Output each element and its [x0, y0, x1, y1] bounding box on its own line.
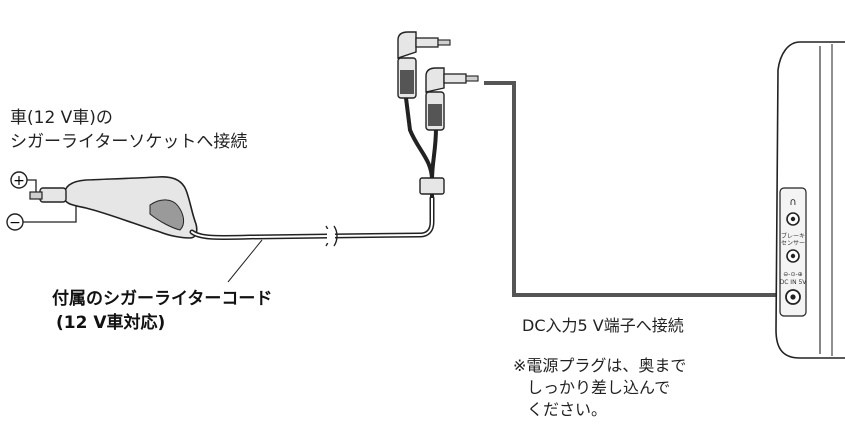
lower-dc-plug	[425, 67, 479, 131]
upper-dc-plug	[397, 31, 451, 99]
plus-terminal: +	[10, 171, 37, 192]
dc-routing-line	[484, 81, 778, 297]
minus-terminal: −	[6, 206, 77, 231]
cord-label-line1: 付属のシガーライターコード	[52, 289, 273, 309]
polarity-icon: ⊖-⊙-⊕	[783, 271, 802, 278]
cord-label: 付属のシガーライターコード (12 V車対応)	[52, 289, 272, 338]
dc-input-label: DC入力5 V端子へ接続	[522, 316, 684, 335]
minus-symbol: −	[9, 215, 21, 231]
note-line1: ※電源プラグは、奥まで	[513, 356, 687, 375]
socket-label-line1: 車(12 V車)の	[10, 108, 113, 128]
headphone-icon: ∩	[789, 197, 796, 208]
brake-label-1: ブレーキ	[781, 232, 805, 240]
note-line2: しっかり差し込んで	[527, 378, 671, 398]
cable-clip	[419, 177, 445, 195]
plus-symbol: +	[13, 173, 25, 189]
cord-leader-line	[227, 239, 263, 283]
brake-label-2: センサー	[781, 240, 805, 247]
note-label: ※電源プラグは、奥まで しっかり差し込んで ください。	[513, 356, 686, 423]
socket-label: 車(12 V車)の シガーライターソケットへ接続	[10, 108, 247, 157]
dc-in-label: DC IN 5V	[780, 279, 808, 286]
navigation-device: ∩ ブレーキ センサー ⊖-⊙-⊕ DC IN 5V	[775, 41, 845, 359]
cigarette-lighter-plug	[29, 176, 435, 247]
split-cables	[404, 97, 445, 198]
note-line3: ください。	[527, 400, 608, 420]
socket-label-line2: シガーライターソケットへ接続	[10, 132, 248, 153]
cord-label-line2: (12 V車対応)	[56, 313, 166, 334]
